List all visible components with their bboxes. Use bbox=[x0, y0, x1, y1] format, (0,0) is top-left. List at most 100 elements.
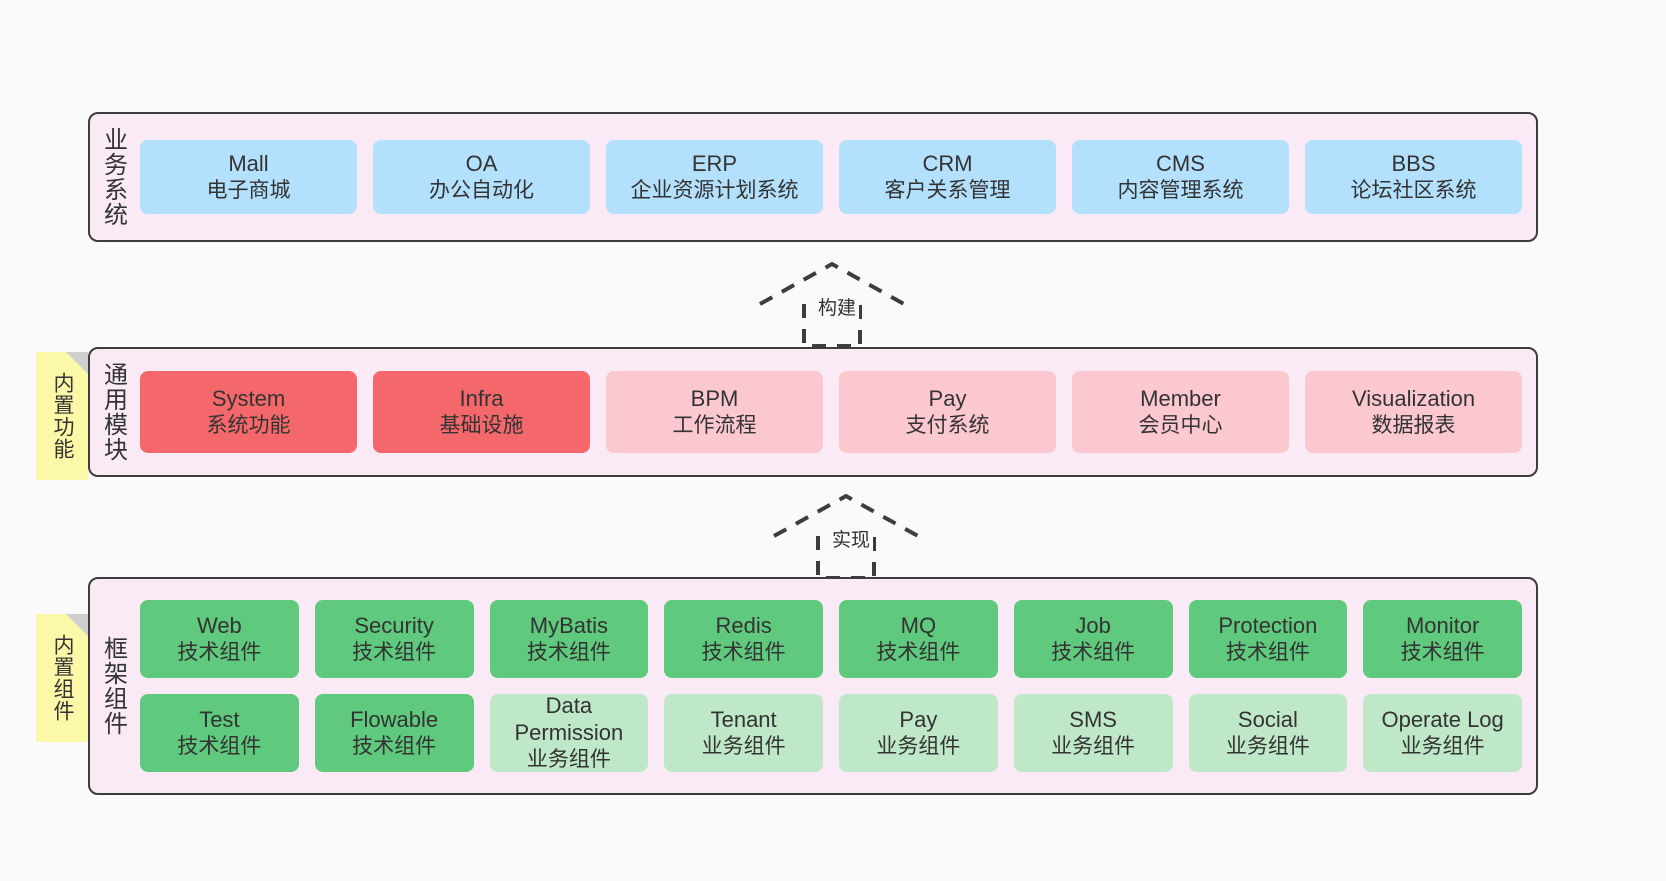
box-title-cn: 业务组件 bbox=[876, 734, 961, 758]
box-title-cn: 技术组件 bbox=[352, 734, 437, 758]
box-title-en: Data Permission bbox=[514, 693, 624, 746]
box-flowable[interactable]: Flowable 技术组件 bbox=[314, 694, 474, 772]
box-title-en: MyBatis bbox=[529, 612, 608, 638]
box-monitor[interactable]: Monitor 技术组件 bbox=[1363, 600, 1522, 678]
box-title-en: Operate Log bbox=[1381, 706, 1504, 732]
box-title-en: Web bbox=[196, 612, 242, 638]
box-bbs[interactable]: BBS 论坛社区系统 bbox=[1305, 140, 1522, 214]
box-title-cn: 论坛社区系统 bbox=[1350, 178, 1477, 202]
layer-title-modules: 通用模块 bbox=[99, 362, 127, 462]
box-erp[interactable]: ERP 企业资源计划系统 bbox=[606, 140, 823, 214]
box-title-en: MQ bbox=[900, 612, 937, 638]
box-title-en: Flowable bbox=[350, 706, 439, 732]
box-title-en: Member bbox=[1140, 385, 1221, 411]
box-title-cn: 技术组件 bbox=[352, 640, 437, 664]
box-title-en: Mall bbox=[228, 150, 269, 176]
box-row: Test 技术组件 Flowable 技术组件 Data Permission … bbox=[140, 693, 1522, 772]
box-title-cn: 技术组件 bbox=[177, 640, 262, 664]
layer-body-modules: System 系统功能 Infra 基础设施 BPM 工作流程 Pay 支付系统… bbox=[134, 349, 1536, 475]
box-crm[interactable]: CRM 客户关系管理 bbox=[839, 140, 1056, 214]
box-title-en: System bbox=[211, 385, 286, 411]
layer-body-framework: Web 技术组件 Security 技术组件 MyBatis 技术组件 Redi… bbox=[134, 579, 1536, 793]
connector-build-label: 构建 bbox=[815, 293, 860, 320]
layer-title-business: 业务系统 bbox=[99, 127, 127, 227]
box-title-en: Pay bbox=[928, 385, 967, 411]
box-data-permission[interactable]: Data Permission 业务组件 bbox=[489, 693, 649, 772]
box-title-cn: 基础设施 bbox=[439, 413, 524, 437]
box-cms[interactable]: CMS 内容管理系统 bbox=[1072, 140, 1289, 214]
box-title-cn: 电子商城 bbox=[206, 178, 291, 202]
box-title-cn: 会员中心 bbox=[1138, 413, 1223, 437]
box-title-cn: 业务组件 bbox=[526, 748, 611, 772]
box-title-en: Pay bbox=[899, 706, 938, 732]
box-title-en: CRM bbox=[922, 150, 973, 176]
box-title-en: Redis bbox=[715, 612, 772, 638]
layer-body-business: Mall 电子商城 OA 办公自动化 ERP 企业资源计划系统 CRM 客户关系… bbox=[134, 114, 1536, 240]
box-title-cn: 工作流程 bbox=[672, 413, 757, 437]
box-visualization[interactable]: Visualization 数据报表 bbox=[1305, 371, 1522, 453]
box-infra[interactable]: Infra 基础设施 bbox=[373, 371, 590, 453]
box-mybatis[interactable]: MyBatis 技术组件 bbox=[489, 600, 649, 678]
box-title-cn: 技术组件 bbox=[701, 640, 786, 664]
box-title-cn: 技术组件 bbox=[177, 734, 262, 758]
box-title-cn: 数据报表 bbox=[1371, 413, 1456, 437]
box-title-cn: 内容管理系统 bbox=[1117, 178, 1244, 202]
layer-framework-components: 框架组件 Web 技术组件 Security 技术组件 MyBatis 技术组件… bbox=[88, 577, 1538, 795]
page-fold-icon bbox=[66, 352, 88, 374]
box-social[interactable]: Social 业务组件 bbox=[1188, 694, 1348, 772]
sticky-note-label: 内置功能 bbox=[50, 372, 74, 460]
box-title-en: SMS bbox=[1069, 706, 1117, 732]
box-row: Web 技术组件 Security 技术组件 MyBatis 技术组件 Redi… bbox=[140, 600, 1522, 678]
box-title-en: CMS bbox=[1156, 150, 1205, 176]
box-protection[interactable]: Protection 技术组件 bbox=[1188, 600, 1348, 678]
box-security[interactable]: Security 技术组件 bbox=[314, 600, 474, 678]
box-title-en: ERP bbox=[691, 150, 738, 176]
box-title-en: Security bbox=[354, 612, 434, 638]
box-title-cn: 支付系统 bbox=[905, 413, 990, 437]
box-pay-module[interactable]: Pay 支付系统 bbox=[839, 371, 1056, 453]
page-fold-icon bbox=[66, 614, 88, 636]
sticky-note-builtin-functions: 内置功能 bbox=[36, 352, 88, 480]
box-title-cn: 业务组件 bbox=[1225, 734, 1310, 758]
box-title-en: Monitor bbox=[1405, 612, 1480, 638]
box-title-cn: 业务组件 bbox=[701, 734, 786, 758]
box-bpm[interactable]: BPM 工作流程 bbox=[606, 371, 823, 453]
box-title-en: Social bbox=[1237, 706, 1298, 732]
box-title-cn: 系统功能 bbox=[206, 413, 291, 437]
box-title-en: BBS bbox=[1391, 150, 1436, 176]
box-system[interactable]: System 系统功能 bbox=[140, 371, 357, 453]
box-title-cn: 业务组件 bbox=[1400, 734, 1485, 758]
box-title-en: Visualization bbox=[1351, 385, 1476, 411]
box-row: System 系统功能 Infra 基础设施 BPM 工作流程 Pay 支付系统… bbox=[140, 371, 1522, 453]
box-title-en: OA bbox=[465, 150, 498, 176]
box-member[interactable]: Member 会员中心 bbox=[1072, 371, 1289, 453]
layer-title-framework: 框架组件 bbox=[99, 636, 127, 736]
box-title-cn: 技术组件 bbox=[526, 640, 611, 664]
box-redis[interactable]: Redis 技术组件 bbox=[664, 600, 823, 678]
box-sms[interactable]: SMS 业务组件 bbox=[1013, 694, 1173, 772]
box-title-cn: 技术组件 bbox=[1225, 640, 1310, 664]
layer-business-systems: 业务系统 Mall 电子商城 OA 办公自动化 ERP 企业资源计划系统 CRM… bbox=[88, 112, 1538, 242]
box-test[interactable]: Test 技术组件 bbox=[140, 694, 299, 772]
box-mall[interactable]: Mall 电子商城 bbox=[140, 140, 357, 214]
box-pay-component[interactable]: Pay 业务组件 bbox=[839, 694, 998, 772]
box-title-en: Protection bbox=[1218, 612, 1318, 638]
connector-implement-label: 实现 bbox=[829, 525, 874, 552]
sticky-note-builtin-components: 内置组件 bbox=[36, 614, 88, 742]
box-oa[interactable]: OA 办公自动化 bbox=[373, 140, 590, 214]
box-operate-log[interactable]: Operate Log 业务组件 bbox=[1363, 694, 1522, 772]
box-row: Mall 电子商城 OA 办公自动化 ERP 企业资源计划系统 CRM 客户关系… bbox=[140, 140, 1522, 214]
box-title-cn: 业务组件 bbox=[1051, 734, 1136, 758]
box-title-en: Infra bbox=[459, 385, 504, 411]
box-job[interactable]: Job 技术组件 bbox=[1013, 600, 1173, 678]
box-mq[interactable]: MQ 技术组件 bbox=[839, 600, 998, 678]
box-title-cn: 客户关系管理 bbox=[884, 178, 1011, 202]
box-title-en: Test bbox=[199, 706, 240, 732]
box-title-cn: 技术组件 bbox=[1051, 640, 1136, 664]
box-web[interactable]: Web 技术组件 bbox=[140, 600, 299, 678]
box-tenant[interactable]: Tenant 业务组件 bbox=[664, 694, 823, 772]
box-title-cn: 企业资源计划系统 bbox=[630, 178, 799, 202]
connector-build: 构建 bbox=[752, 258, 912, 350]
sticky-note-label: 内置组件 bbox=[50, 634, 74, 722]
